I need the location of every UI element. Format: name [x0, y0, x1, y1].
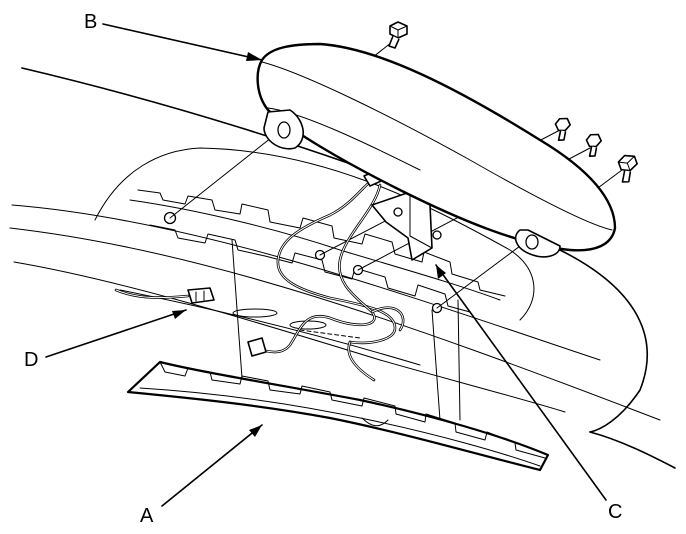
arrowhead	[246, 52, 262, 61]
brake-light-b	[256, 42, 617, 258]
arrowhead	[436, 265, 446, 279]
bolt	[617, 154, 638, 183]
arrowhead	[172, 310, 186, 319]
callout-label-a: A	[140, 505, 154, 527]
bolt	[585, 133, 602, 157]
oval-slot	[289, 320, 327, 330]
leader-lines	[45, 23, 607, 507]
harness-connector	[247, 337, 267, 357]
bolt	[388, 21, 408, 49]
tab-hole	[277, 121, 291, 139]
bolt	[554, 117, 571, 141]
bracket-hole	[393, 207, 403, 217]
callout-label-b: B	[84, 11, 98, 33]
callout-label-d: D	[24, 349, 39, 371]
callout-label-c: C	[608, 501, 623, 523]
bracket-c	[371, 191, 442, 261]
oval-slot	[232, 308, 278, 318]
connector-d-assembly	[114, 287, 215, 304]
arrowhead	[249, 425, 262, 437]
bracket-hole	[432, 230, 442, 240]
tab-hole	[525, 234, 539, 250]
connector-d	[187, 287, 215, 304]
lens-cover-a	[126, 360, 550, 472]
wiring-harness	[247, 167, 405, 382]
arrowheads	[172, 52, 446, 437]
